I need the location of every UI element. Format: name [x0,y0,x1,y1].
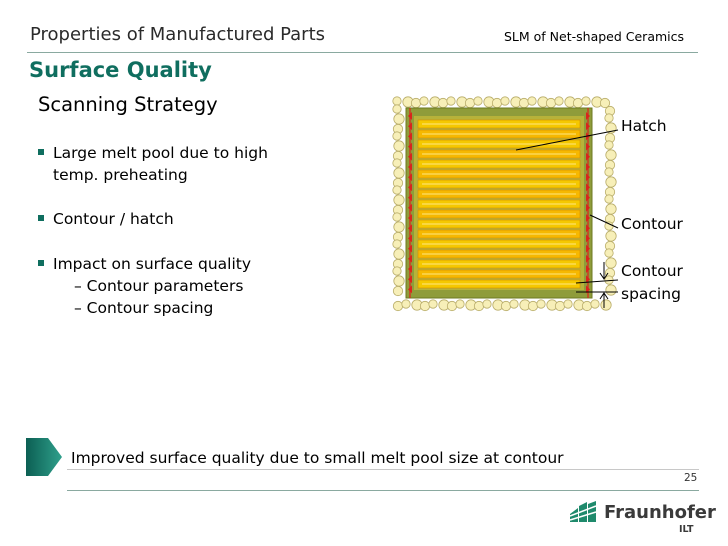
powder-particle [419,96,429,106]
header-divider [27,52,698,53]
powder-particle [604,113,614,123]
powder-particle [554,96,564,106]
powder-particle [446,96,456,106]
spacing-leader-top [575,279,619,284]
powder-particle [392,239,402,249]
page-header-title: Properties of Manufactured Parts [30,24,326,45]
subsection-title: Scanning Strategy [38,93,218,116]
powder-particle [392,158,402,168]
page-number: 25 [684,472,698,484]
powder-particle [604,248,614,258]
bullet-marker-icon [38,260,44,266]
powder-particle [393,140,405,152]
powder-particle [393,221,405,233]
scan-strategy-diagram [392,96,617,312]
bullet-item: Contour / hatch [38,208,174,230]
powder-particle [393,113,405,125]
powder-particle [604,194,614,204]
bullet-text: Contour / hatch [53,210,174,228]
hatch-leader-line [515,129,619,151]
powder-particle [600,299,612,311]
sub-bullet-text: – Contour spacing [74,299,214,317]
powder-particle [392,300,404,312]
powder-particle [392,212,402,222]
powder-particle [401,299,411,309]
powder-particle [500,96,510,106]
contour-spacing-label-line2: spacing [621,285,681,303]
section-title: Surface Quality [29,58,212,82]
contour-spacing-label-line1: Contour [621,262,683,280]
bullet-item: Large melt pool due to high [38,142,268,164]
bullet-text-continued: temp. preheating [53,166,188,184]
powder-particle [393,275,405,287]
footer-divider [67,490,699,491]
powder-particle [392,185,402,195]
bullet-marker-icon [38,215,44,221]
powder-particle [410,97,422,109]
powder-particle [604,167,614,177]
bullet-marker-icon [38,149,44,155]
powder-particle [428,299,438,309]
powder-particles [392,96,617,312]
powder-particle [509,299,519,309]
powder-particle [473,96,483,106]
diagram-leader-lines [515,129,619,308]
sub-bullet-text: – Contour parameters [74,277,244,295]
logo-text: Fraunhofer [604,502,716,523]
powder-particle [527,96,537,106]
powder-particle [437,97,449,109]
powder-particle [590,299,600,309]
hatch-label: Hatch [621,117,667,135]
bullet-text: Impact on surface quality [53,255,252,273]
powder-particle [464,97,476,109]
powder-particle [605,284,617,296]
bullet-item: Impact on surface quality [38,253,251,275]
contour-label: Contour [621,215,683,233]
fraunhofer-logo-icon [568,500,600,524]
spacing-arrow-down-icon [599,262,609,280]
logo-unit: ILT [679,524,694,535]
powder-particle [581,96,591,106]
powder-particle [563,299,573,309]
powder-particle [392,131,402,141]
powder-particle [392,266,402,276]
powder-particle [392,96,402,106]
powder-particle [393,167,405,179]
page-header-subtitle: SLM of Net-shaped Ceramics [504,29,685,44]
banner-divider [67,469,699,470]
hatch-lines [417,119,581,289]
powder-particle [419,300,431,312]
powder-particle [599,97,611,109]
powder-particle [455,299,465,309]
banner-arrow-icon [26,438,62,476]
powder-particle [393,194,405,206]
powder-particle [392,104,402,114]
spacing-arrow-up-icon [599,292,609,308]
powder-particle [393,248,405,260]
powder-particle [604,140,614,150]
contour-leader-line [589,214,619,229]
bullet-text: Large melt pool due to high [53,144,268,162]
powder-particle [392,285,404,297]
powder-particle [446,300,458,312]
powder-particle [482,299,492,309]
banner-text: Improved surface quality due to small me… [71,449,564,467]
powder-particle [536,299,546,309]
